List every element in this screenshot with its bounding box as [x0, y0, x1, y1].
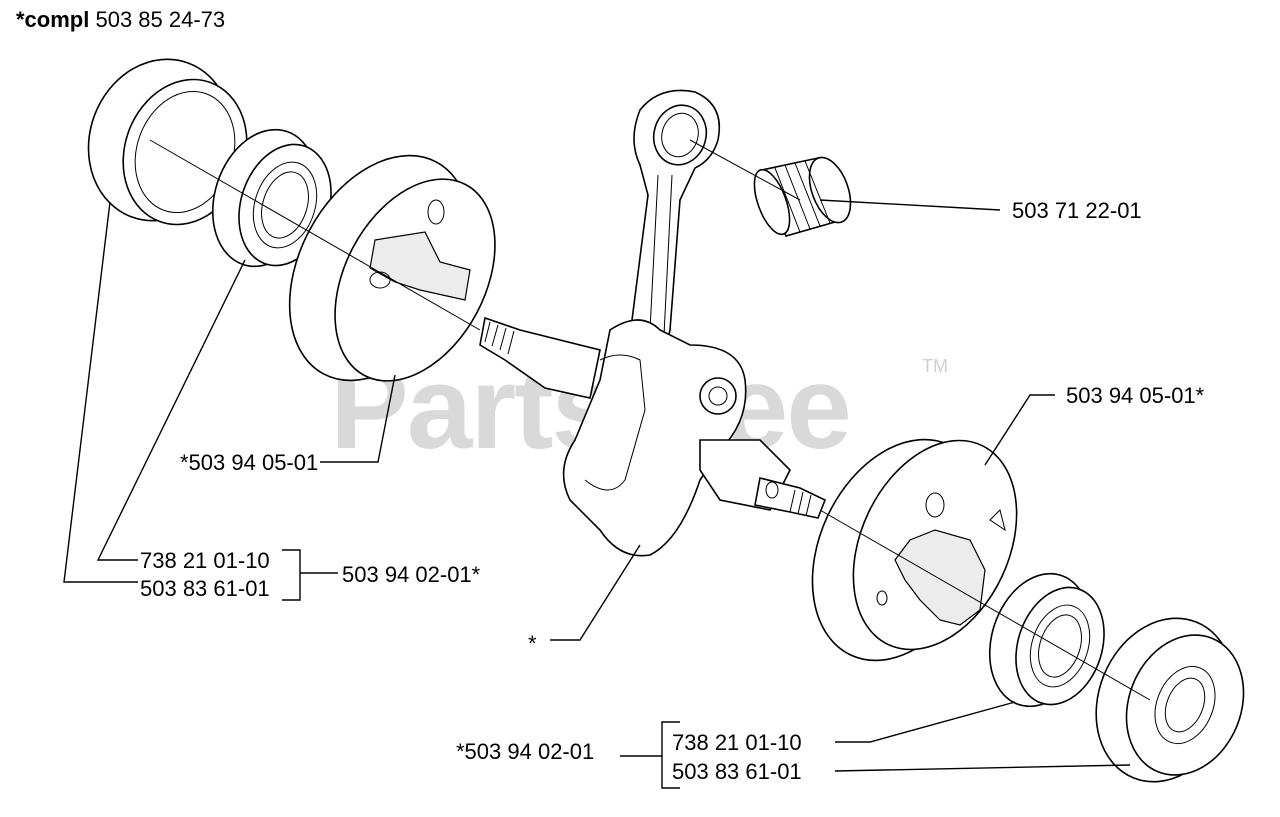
left-ball-bearing [211, 128, 332, 268]
right-axis-line [819, 509, 1151, 701]
assembly-title: *compl 503 85 24-73 [16, 8, 225, 32]
trademark-symbol: TM [922, 356, 948, 376]
label-left-bearing-b: 503 83 61-01 [140, 576, 270, 601]
rod-axis-line [689, 139, 801, 201]
left-seal-ring [87, 58, 248, 226]
label-left-bearing-a: 738 21 01-10 [140, 548, 270, 573]
crankshaft-right-shaft [754, 477, 827, 519]
label-right-crank-half: 503 94 05-01* [1066, 383, 1205, 408]
label-right-bearing-b: 503 83 61-01 [672, 759, 802, 784]
needle-bearing [753, 156, 852, 237]
left-axis-line [149, 139, 481, 331]
title-part-number: 503 85 24-73 [95, 7, 226, 32]
right-crank-half [811, 438, 1018, 662]
left-crank-half [288, 154, 496, 382]
right-ball-bearing [988, 572, 1105, 708]
crankshaft-left-shaft [479, 316, 601, 399]
label-right-bearing-a: 738 21 01-10 [672, 730, 802, 755]
title-prefix: *compl [16, 7, 90, 32]
label-left-assembly: 503 94 02-01* [342, 562, 481, 587]
label-right-assembly: *503 94 02-01 [456, 739, 595, 764]
label-needle-bearing: 503 71 22-01 [1012, 198, 1142, 223]
leader-lines [63, 199, 1131, 789]
label-left-crank-half: *503 94 05-01 [180, 450, 319, 475]
right-seal-ring [1095, 617, 1245, 783]
connecting-rod [619, 89, 720, 376]
label-crankshaft: * [528, 631, 537, 656]
